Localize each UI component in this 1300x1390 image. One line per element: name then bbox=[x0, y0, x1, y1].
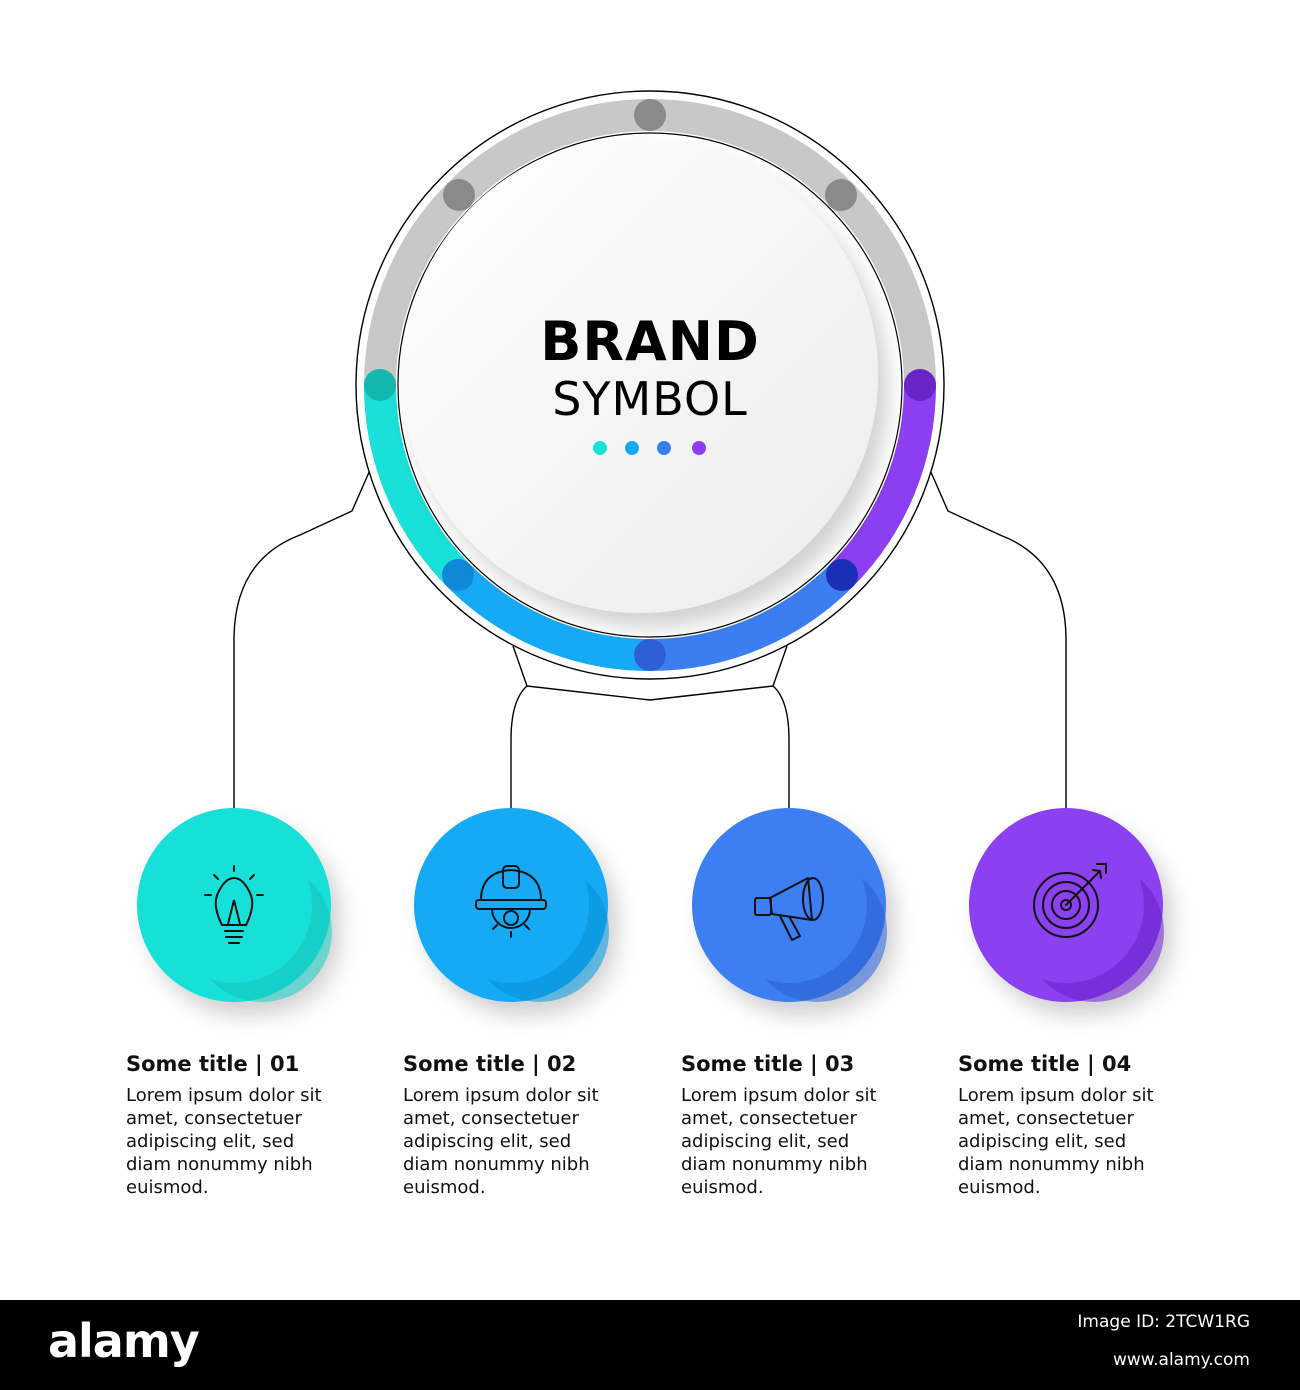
step-desc-1: Lorem ipsum dolor sit amet, consectetuer… bbox=[126, 1084, 356, 1199]
desc-line: diam nonummy nibh bbox=[403, 1154, 590, 1175]
brand-center bbox=[402, 137, 878, 613]
step-text-3: Some title | 03 Lorem ipsum dolor sit am… bbox=[681, 1052, 911, 1199]
hardhat-gear-icon bbox=[475, 865, 547, 938]
brand-subtitle: SYMBOL bbox=[552, 372, 748, 426]
desc-line: adipiscing elit, sed bbox=[126, 1131, 295, 1152]
watermark-logo: alamy bbox=[48, 1314, 200, 1368]
brand-title: BRAND bbox=[540, 310, 760, 373]
ring-segment-4 bbox=[830, 384, 937, 587]
infographic-diagram bbox=[137, 90, 1164, 1002]
step-desc-4: Lorem ipsum dolor sit amet, consectetuer… bbox=[958, 1084, 1188, 1199]
desc-line: Lorem ipsum dolor sit bbox=[958, 1085, 1154, 1106]
desc-line: diam nonummy nibh bbox=[126, 1154, 313, 1175]
desc-line: adipiscing elit, sed bbox=[681, 1131, 850, 1152]
connector-1 bbox=[233, 469, 371, 808]
desc-line: Lorem ipsum dolor sit bbox=[126, 1085, 322, 1106]
dot-4 bbox=[692, 441, 706, 455]
desc-line: adipiscing elit, sed bbox=[958, 1131, 1127, 1152]
ring-segment-3 bbox=[649, 563, 854, 672]
ring-segment-2 bbox=[446, 563, 651, 672]
step-title-1: Some title | 01 bbox=[126, 1052, 300, 1076]
brand-dots bbox=[593, 441, 706, 455]
desc-line: amet, consectetuer bbox=[958, 1108, 1134, 1129]
lightbulb-icon bbox=[204, 865, 264, 944]
step-text-4: Some title | 04 Lorem ipsum dolor sit am… bbox=[958, 1052, 1188, 1199]
watermark-image-id: Image ID: 2TCW1RG bbox=[1077, 1312, 1250, 1332]
desc-line: amet, consectetuer bbox=[403, 1108, 579, 1129]
watermark-bar: alamy Image ID: 2TCW1RG www.alamy.com bbox=[0, 1300, 1300, 1390]
step-circle-2 bbox=[414, 808, 609, 1002]
connector-lines bbox=[233, 469, 1067, 808]
step-text-2: Some title | 02 Lorem ipsum dolor sit am… bbox=[403, 1052, 633, 1199]
desc-line: euismod. bbox=[126, 1177, 209, 1198]
step-desc-2: Lorem ipsum dolor sit amet, consectetuer… bbox=[403, 1084, 633, 1199]
desc-line: euismod. bbox=[958, 1177, 1041, 1198]
megaphone-icon bbox=[754, 877, 824, 941]
dot-3 bbox=[657, 441, 671, 455]
ring-segment-1 bbox=[363, 384, 470, 587]
step-title-2: Some title | 02 bbox=[403, 1052, 577, 1076]
step-text-1: Some title | 01 Lorem ipsum dolor sit am… bbox=[126, 1052, 356, 1199]
step-title-4: Some title | 04 bbox=[958, 1052, 1132, 1076]
desc-line: diam nonummy nibh bbox=[681, 1154, 868, 1175]
dot-2 bbox=[625, 441, 639, 455]
dot-1 bbox=[593, 441, 607, 455]
desc-line: amet, consectetuer bbox=[126, 1108, 302, 1129]
step-title-3: Some title | 03 bbox=[681, 1052, 855, 1076]
desc-line: Lorem ipsum dolor sit bbox=[403, 1085, 599, 1106]
desc-line: Lorem ipsum dolor sit bbox=[681, 1085, 877, 1106]
desc-line: diam nonummy nibh bbox=[958, 1154, 1145, 1175]
step-circle-1 bbox=[137, 808, 332, 1002]
connector-3 bbox=[772, 645, 790, 808]
target-arrow-icon bbox=[1033, 863, 1107, 938]
desc-line: euismod. bbox=[403, 1177, 486, 1198]
watermark-url: www.alamy.com bbox=[1112, 1350, 1250, 1370]
step-circle-3 bbox=[692, 808, 887, 1002]
connector-2 bbox=[510, 645, 528, 808]
desc-line: euismod. bbox=[681, 1177, 764, 1198]
step-desc-3: Lorem ipsum dolor sit amet, consectetuer… bbox=[681, 1084, 911, 1199]
connector-4 bbox=[929, 469, 1067, 808]
desc-line: adipiscing elit, sed bbox=[403, 1131, 572, 1152]
desc-line: amet, consectetuer bbox=[681, 1108, 857, 1129]
